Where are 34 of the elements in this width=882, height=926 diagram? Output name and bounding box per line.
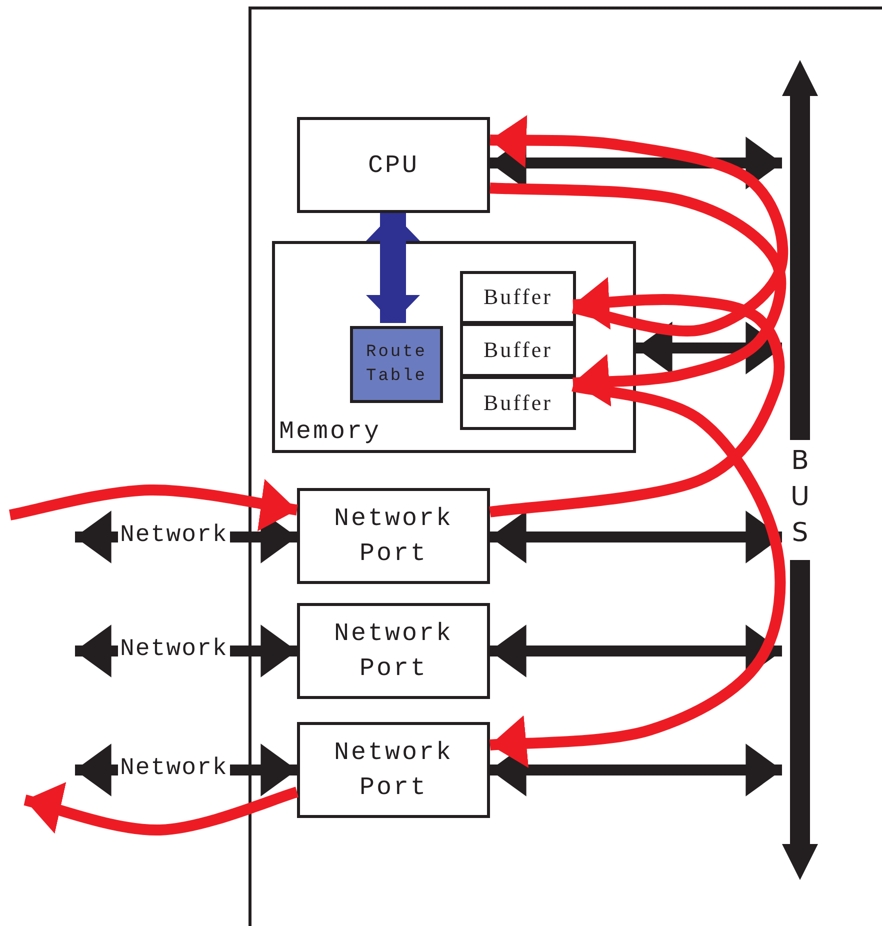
node-label: Buffer [482, 388, 554, 417]
flow-arrow [366, 213, 420, 323]
node-label: Network Port [332, 618, 454, 685]
bus-label: BUS [784, 445, 816, 556]
buffer-box [460, 323, 576, 377]
flow-arrow [490, 182, 786, 408]
flow-arrow [490, 114, 788, 336]
arrow [490, 624, 782, 678]
port-box [297, 603, 490, 699]
arrow [490, 510, 782, 564]
arrow [75, 624, 297, 678]
node-label: Buffer [482, 283, 554, 312]
node-label: Buffer [482, 336, 554, 364]
buffer-box [460, 271, 576, 324]
node-label: CPU [366, 150, 420, 182]
arrow [490, 744, 782, 796]
flow-arrow [8, 478, 298, 530]
node-label: Route Table [365, 342, 428, 388]
node-label: Network Port [332, 737, 454, 804]
buffer-box [460, 376, 576, 430]
port-box [297, 722, 490, 818]
flow-arrow [24, 783, 299, 836]
arrow [490, 136, 782, 190]
arrow [636, 322, 782, 374]
arrow [75, 744, 297, 796]
port-box [297, 488, 490, 584]
memory-box [272, 241, 636, 453]
memory-label: Memory [279, 417, 382, 446]
bus-bar [782, 60, 818, 880]
arrow [75, 510, 297, 564]
flow-arrow [489, 276, 785, 518]
cpu-box [297, 117, 490, 213]
node-label: Network Port [332, 503, 454, 570]
route-table-box [350, 326, 443, 403]
